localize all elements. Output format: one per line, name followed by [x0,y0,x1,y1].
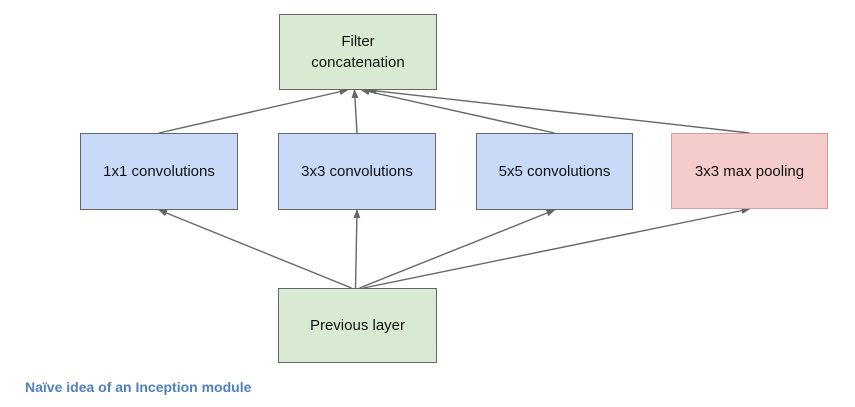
node-3x3-convolutions: 3x3 convolutions [278,133,436,210]
node-1x1-convolutions: 1x1 convolutions [80,133,238,210]
node-5x5-convolutions: 5x5 convolutions [476,133,633,210]
edge-arrow-maxpool-to-filter_concat [367,87,750,134]
node-3x3-max-pooling: 3x3 max pooling [671,133,828,209]
node-5x5-convolutions-label: 5x5 convolutions [498,163,611,180]
diagram-caption: Naïve idea of an Inception module [25,379,252,395]
node-filter-concatenation: Filter concatenation [279,14,437,90]
node-filter-concatenation-label: Filter concatenation [311,33,405,71]
edge-arrow-conv5-to-filter_concat [360,88,555,134]
node-previous-layer-label: Previous layer [309,317,406,334]
node-3x3-max-pooling-label: 3x3 max pooling [694,162,805,180]
edge-arrow-prev-to-conv5 [359,209,556,289]
edge-arrow-conv1-to-filter_concat [158,88,349,134]
edge-arrow-prev-to-conv1 [158,209,352,289]
edge-arrow-conv3-to-filter_concat [351,89,359,134]
node-previous-layer: Previous layer [278,288,437,363]
node-3x3-convolutions-label: 3x3 convolutions [301,163,413,180]
edge-arrow-prev-to-conv3 [353,209,361,289]
edge-arrow-prev-to-maxpool [363,207,751,289]
node-1x1-convolutions-label: 1x1 convolutions [103,163,215,180]
